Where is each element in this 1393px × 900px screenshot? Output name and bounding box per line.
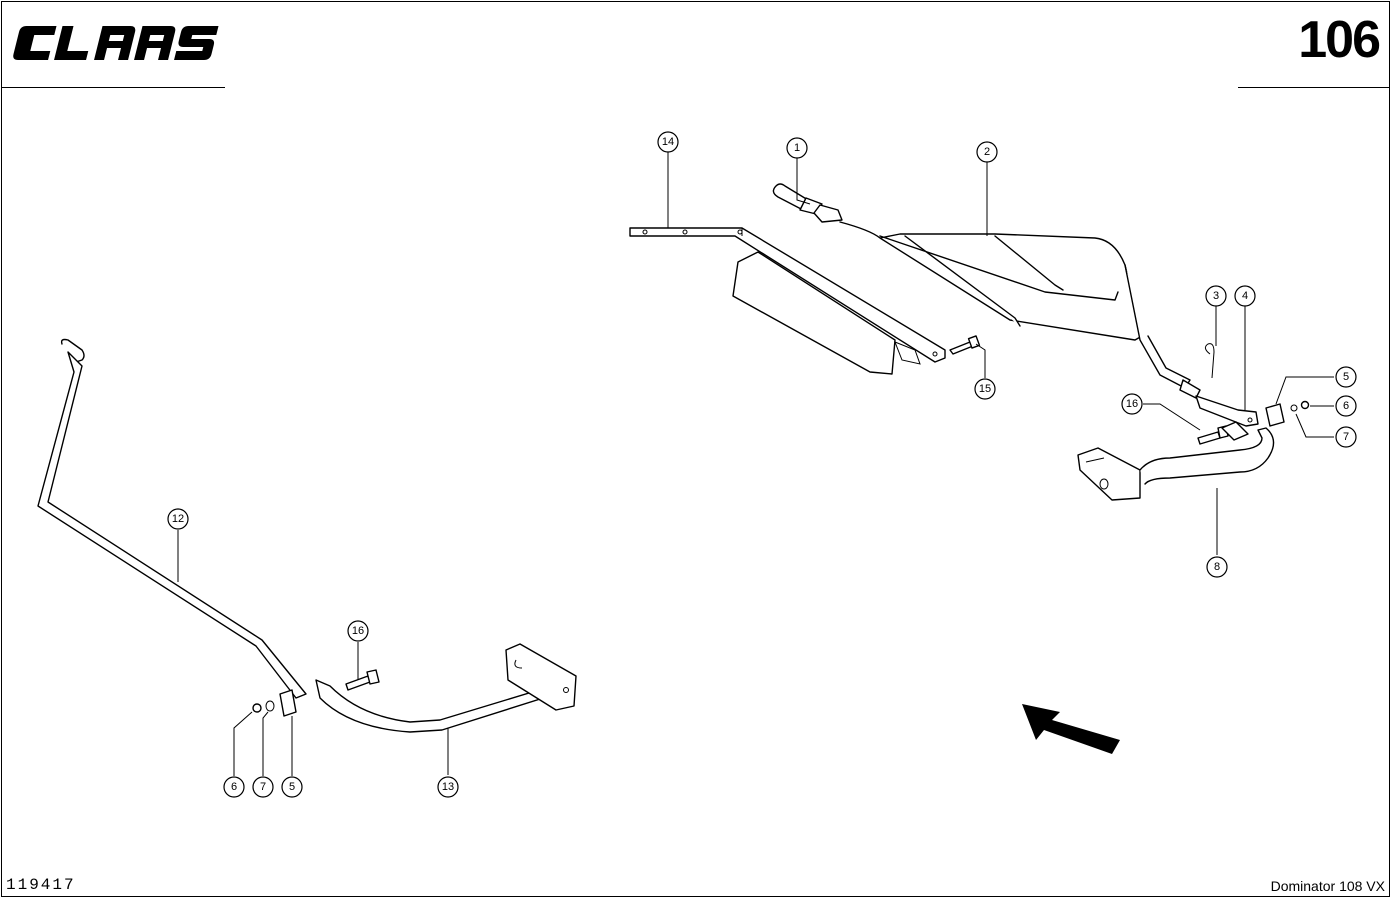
direction-arrow [1022,704,1120,754]
part-6-nut-lower [252,703,262,713]
callout-6-lower: 6 [223,776,245,798]
callout-6-upper-label: 6 [1343,400,1349,412]
callout-16-upper-label: 16 [1126,398,1138,410]
callout-4: 4 [1234,285,1256,307]
callout-8-label: 8 [1214,561,1220,573]
callout-5-lower-label: 5 [289,781,295,793]
part-7-washer-lower [265,700,275,712]
callout-16-upper: 16 [1121,393,1143,415]
callout-7-lower-label: 7 [260,781,266,793]
callout-5-lower: 5 [281,776,303,798]
part-3-pin [1204,343,1215,379]
part-7-washer-upper [1290,404,1298,412]
callout-6-upper: 6 [1335,395,1357,417]
callout-7-upper: 7 [1335,426,1357,448]
callout-1: 1 [786,137,808,159]
callout-13-label: 13 [442,781,454,793]
part-15-screw [949,335,981,355]
callout-12-label: 12 [172,513,184,525]
callout-8: 8 [1206,556,1228,578]
part-6-nut-upper [1300,400,1310,410]
callout-14: 14 [657,131,679,153]
part-5-plate-lower [279,689,297,717]
callout-15: 15 [974,378,996,400]
page-number: 106 [1298,11,1381,69]
part-13-bent-bar [315,643,577,733]
callout-7-lower: 7 [252,776,274,798]
part-4-tube-end [1195,395,1259,427]
callout-14-label: 14 [662,136,674,148]
leader-lines [177,152,1334,776]
callout-3-label: 3 [1213,290,1219,302]
claas-logo [13,26,219,60]
callout-6-lower-label: 6 [231,781,237,793]
part-16-bolt-lower [345,669,380,691]
callout-15-label: 15 [979,383,991,395]
model-name: Dominator 108 VX [1270,878,1385,894]
callout-16-lower-label: 16 [352,625,364,637]
callout-16-lower: 16 [347,620,369,642]
part-8-bent-bar [1077,421,1275,501]
part-5-plate-upper [1265,403,1285,427]
callout-5-upper: 5 [1335,366,1357,388]
part-14-bracket [629,227,946,375]
callout-3: 3 [1205,285,1227,307]
callout-2-label: 2 [984,146,990,158]
document-id: 119417 [6,876,76,894]
part-2-frame [839,221,1201,399]
header-rule-left [1,87,225,88]
callout-5-upper-label: 5 [1343,371,1349,383]
callout-4-label: 4 [1242,290,1248,302]
callout-1-label: 1 [794,142,800,154]
callout-13: 13 [437,776,459,798]
part-16-bolt-upper [1197,425,1229,445]
callout-7-upper-label: 7 [1343,431,1349,443]
part-12-rod [37,338,307,699]
header-rule-right [1238,87,1389,88]
callout-12: 12 [167,508,189,530]
callout-2: 2 [976,141,998,163]
